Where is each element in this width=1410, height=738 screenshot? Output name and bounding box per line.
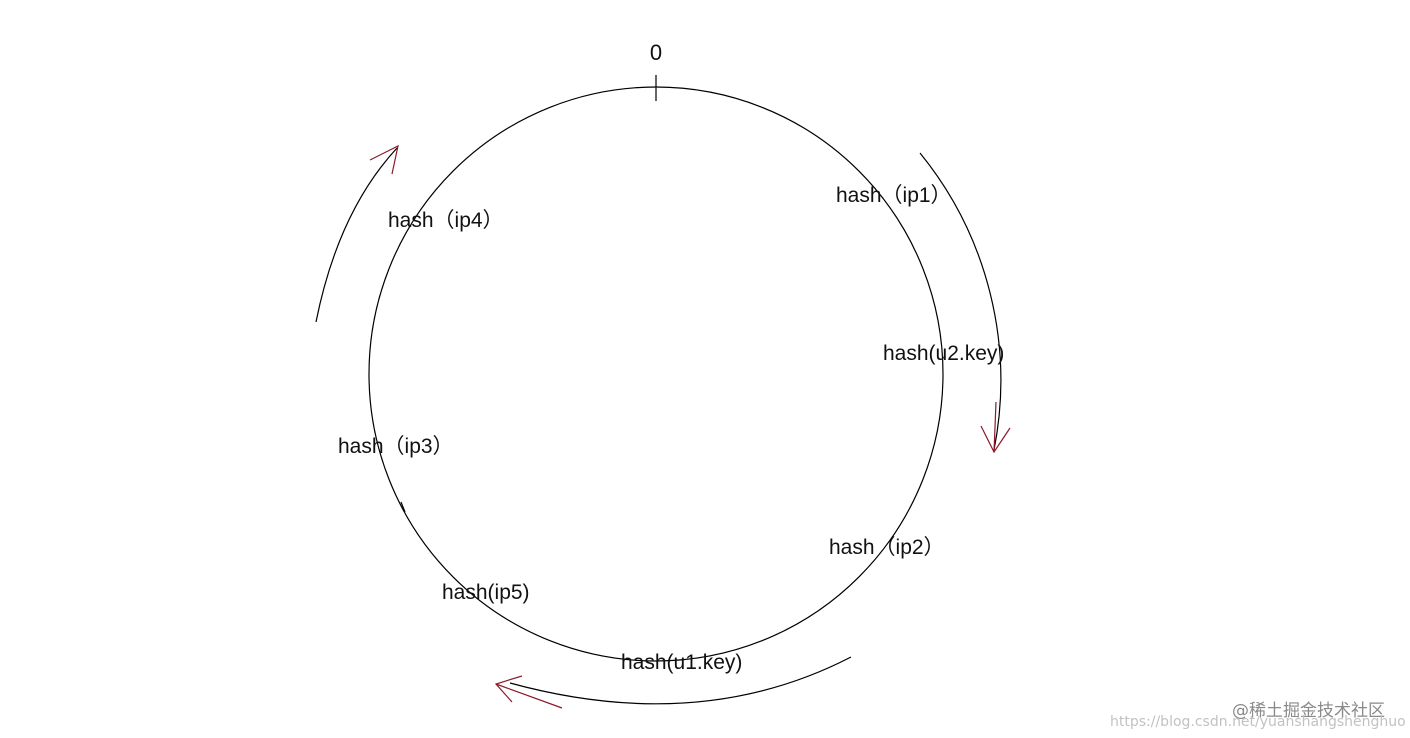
label-hash-ip1: hash（ip1）: [836, 184, 952, 207]
arrow-head-bottom-icon: [494, 675, 563, 709]
clockwise-arrow-left: [315, 147, 398, 323]
ring-mark: [400, 501, 406, 513]
watermark-url: https://blog.csdn.net/yuanshangshenghuo: [1110, 714, 1406, 730]
arrow-head-left-icon: [369, 144, 399, 175]
arrow-head-right-icon: [980, 401, 1011, 454]
label-hash-ip4: hash（ip4）: [388, 209, 504, 232]
hash-ring: [368, 86, 944, 662]
label-hash-ip5: hash(ip5): [442, 581, 530, 604]
label-hash-ip3: hash（ip3）: [338, 435, 454, 458]
clockwise-arrow-right: [919, 152, 1002, 451]
watermark-brand: @稀土掘金技术社区: [1232, 701, 1385, 721]
label-hash-ip2: hash（ip2）: [829, 536, 945, 559]
clockwise-arrow-bottom: [509, 656, 852, 705]
label-hash-u1-key: hash(u1.key): [621, 651, 742, 674]
label-hash-u2-key: hash(u2.key): [883, 342, 1004, 365]
zero-label: 0: [650, 40, 662, 65]
